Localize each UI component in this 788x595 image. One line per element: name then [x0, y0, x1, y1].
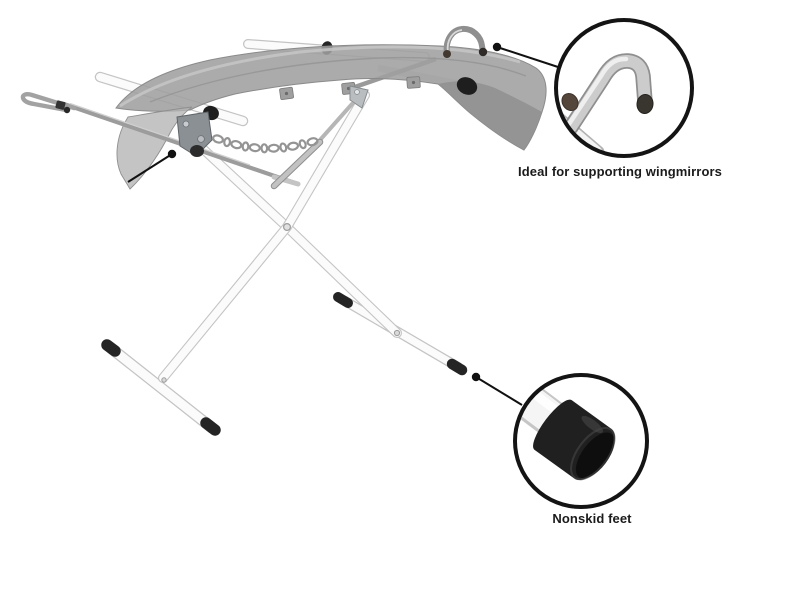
callout-circle-wingmirror — [554, 18, 694, 158]
foot-cap — [200, 417, 221, 436]
leader-line-foot — [475, 376, 523, 406]
bracket-clamp-knob — [190, 145, 204, 157]
callout-ring — [554, 18, 694, 158]
hook-cap — [478, 47, 488, 57]
leader-lines — [127, 46, 559, 406]
right-foot-bolt — [393, 329, 401, 337]
hook-cap — [443, 50, 451, 58]
bracket-bolt — [182, 120, 190, 128]
wingmirror-hook — [20, 92, 77, 113]
bracket-bolt — [197, 135, 205, 143]
bumper-top-highlight — [119, 45, 521, 108]
callout-ring — [513, 373, 649, 509]
tension-rod-upper — [318, 102, 354, 142]
bumper-crease-line — [149, 56, 527, 103]
bumper-inner-face — [438, 81, 542, 150]
hanging-hook-highlight — [446, 29, 463, 53]
leader-line-bracket — [127, 153, 173, 183]
hardware — [20, 25, 488, 190]
mounting-tab-holes — [284, 80, 416, 96]
pivot-bolt — [283, 223, 292, 232]
nonskid-feet-caps — [101, 292, 468, 436]
hook-cap-detail — [561, 92, 579, 112]
tension-rod — [271, 139, 323, 189]
hook-cap — [63, 106, 71, 114]
nonskid-feet-callout-label: Nonskid feet — [552, 511, 632, 526]
leader-dots — [167, 42, 502, 382]
foot-cap — [333, 292, 353, 308]
foot-cap — [101, 339, 121, 357]
foot-cap — [446, 358, 468, 376]
safety-chain — [212, 134, 319, 154]
left-foot-bar — [107, 344, 217, 433]
wingmirror-callout-label: Ideal for supporting wingmirrors — [518, 164, 722, 179]
right-leg — [198, 144, 401, 337]
leader-line-hook — [496, 46, 559, 68]
stand-frame — [101, 90, 468, 436]
left-foot-bolt — [161, 377, 167, 383]
callout-bg — [556, 20, 692, 156]
support-hook-arm-highlight — [69, 102, 251, 166]
hook-clamp — [55, 100, 66, 110]
arm-end-cap-right — [456, 77, 478, 95]
foot-detail-zoom — [517, 377, 616, 481]
chain-bracket-bolt — [354, 89, 360, 95]
callout-circle-feet — [513, 373, 649, 509]
hook-cap-detail — [636, 94, 654, 114]
